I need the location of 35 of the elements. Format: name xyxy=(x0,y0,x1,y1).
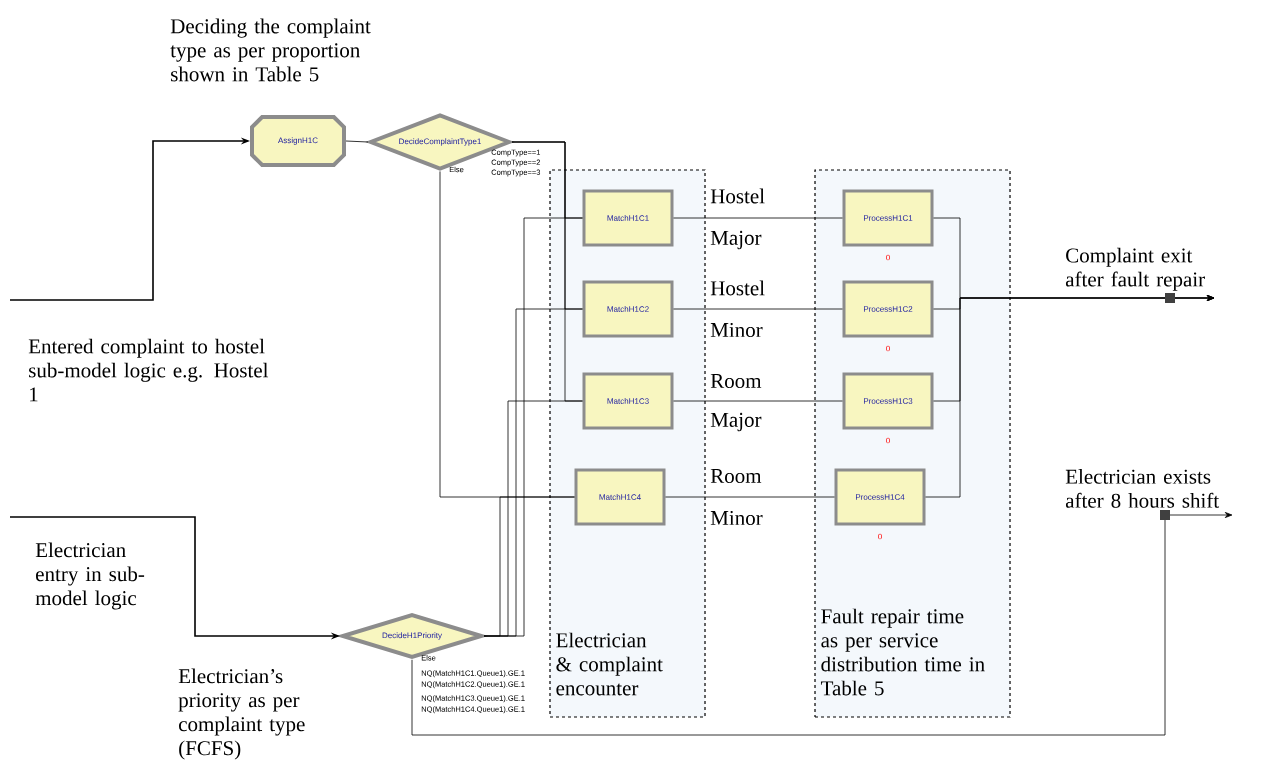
process-module: ProcessH1C1 xyxy=(842,189,934,247)
connector xyxy=(673,217,843,219)
connector xyxy=(673,308,843,310)
process-module: ProcessH1C3 xyxy=(842,372,934,430)
process-module: ProcessH1C4 xyxy=(834,468,926,526)
branch-label: Room xyxy=(710,374,762,388)
match-module: MatchH1C2 xyxy=(582,280,674,338)
assign-module: AssignH1C xyxy=(250,115,346,167)
branch-label: Room xyxy=(710,469,762,483)
match-module: MatchH1C4 xyxy=(574,468,666,526)
branch-label: Minor xyxy=(710,322,763,338)
counter-value: 0 xyxy=(886,254,890,261)
branch-label: Major xyxy=(710,230,762,250)
counter-value: 0 xyxy=(886,345,890,352)
note-text: Deciding the complaint type as per proportion shown in Table 5 xyxy=(170,18,371,82)
match-module: MatchH1C1 xyxy=(582,189,674,247)
branch-label: Hostel xyxy=(710,280,765,296)
note-text: Entered complaint to hostel sub-model logic e.g. Hostel 1 xyxy=(28,338,269,402)
match-module: MatchH1C3 xyxy=(582,372,674,430)
counter-value: 0 xyxy=(886,437,890,444)
exit-text: Electrician exists after 8 hours shift xyxy=(1065,469,1220,508)
connector xyxy=(345,140,369,143)
connector xyxy=(483,496,575,637)
counter-value: 0 xyxy=(878,533,882,540)
note-text: Electrician entry in sub-model logic xyxy=(35,542,145,610)
connector xyxy=(673,400,843,402)
branch-label: Major xyxy=(710,412,762,432)
branch-label: Hostel xyxy=(710,188,765,204)
branch-label: Minor xyxy=(710,510,763,526)
arrow xyxy=(925,295,1215,498)
connector xyxy=(665,496,835,498)
arrow xyxy=(411,512,1233,736)
exit-text: Complaint exit after fault repair xyxy=(1065,247,1205,291)
note-text: Electrician’s priority as per complaint type (FCFS) xyxy=(178,668,305,760)
process-module: ProcessH1C2 xyxy=(842,280,934,338)
